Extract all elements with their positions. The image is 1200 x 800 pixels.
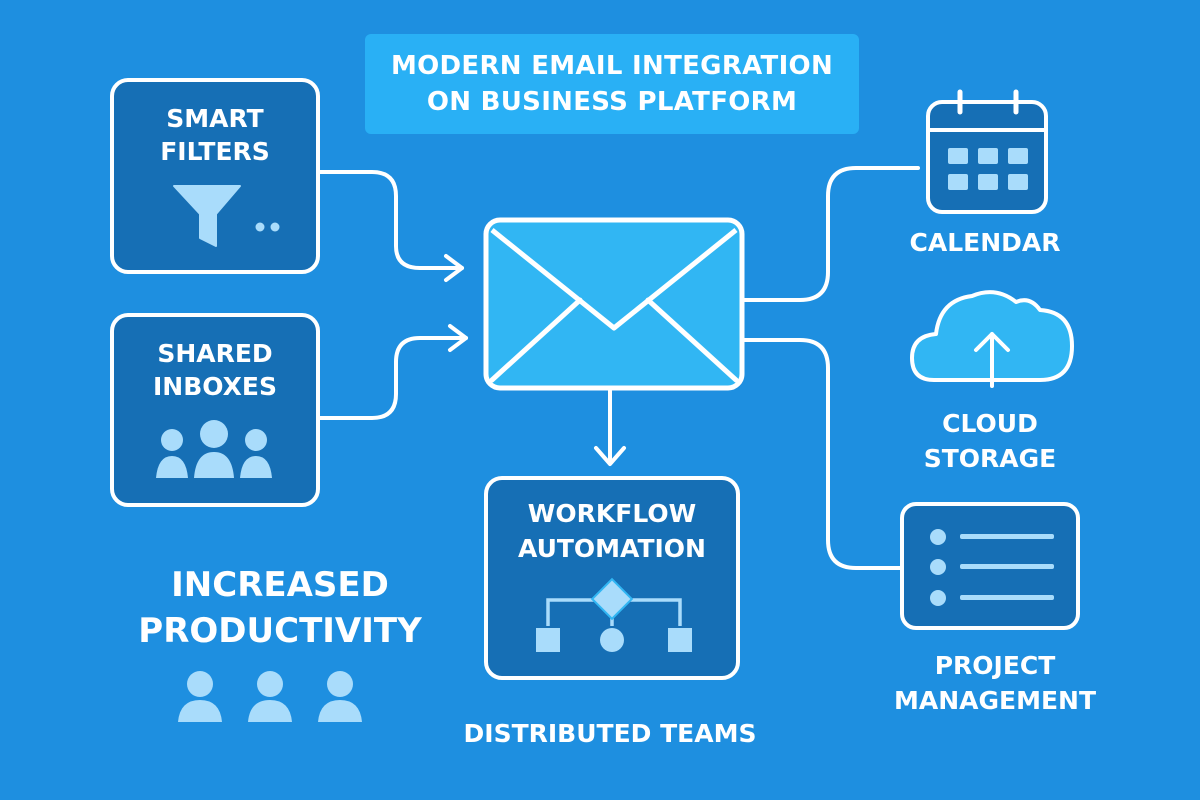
arrowhead-workflow [594,446,626,466]
task-list-icon [900,502,1080,630]
shared-inboxes-label: SHARED INBOXES [153,339,277,401]
arrowhead-inboxes [448,324,468,352]
connector-filters-to-email [316,170,464,270]
project-management-label: PROJECT MANAGEMENT [893,651,1097,715]
cloud-storage-label: CLOUD STORAGE [923,409,1057,473]
team-icon [178,671,362,722]
arrowhead-filters [444,254,464,282]
envelope-icon [483,217,745,391]
increased-productivity-label: INCREASED PRODUCTIVITY [138,565,422,651]
diagram-title: MODERN EMAIL INTEGRATION ON BUSINESS PLA… [390,51,834,117]
connector-email-to-project [740,338,904,570]
connector-email-to-calendar [740,166,920,302]
people-group-icon [156,420,272,478]
distributed-teams-label: DISTRIBUTED TEAMS [463,719,757,748]
connector-inboxes-to-email [316,336,468,420]
workflow-automation-label: WORKFLOW AUTOMATION [517,499,706,563]
workflow-automation-box [484,476,740,680]
smart-filters-box [110,78,320,274]
diagram-title-box: MODERN EMAIL INTEGRATION ON BUSINESS PLA… [365,34,859,134]
calendar-label: CALENDAR [909,228,1061,257]
shared-inboxes-box [110,313,320,507]
smart-filters-label: SMART FILTERS [160,104,270,166]
flowchart-icon [536,577,692,652]
funnel-icon [173,185,280,247]
calendar-icon [926,89,1048,214]
cloud-upload-icon [910,290,1074,388]
